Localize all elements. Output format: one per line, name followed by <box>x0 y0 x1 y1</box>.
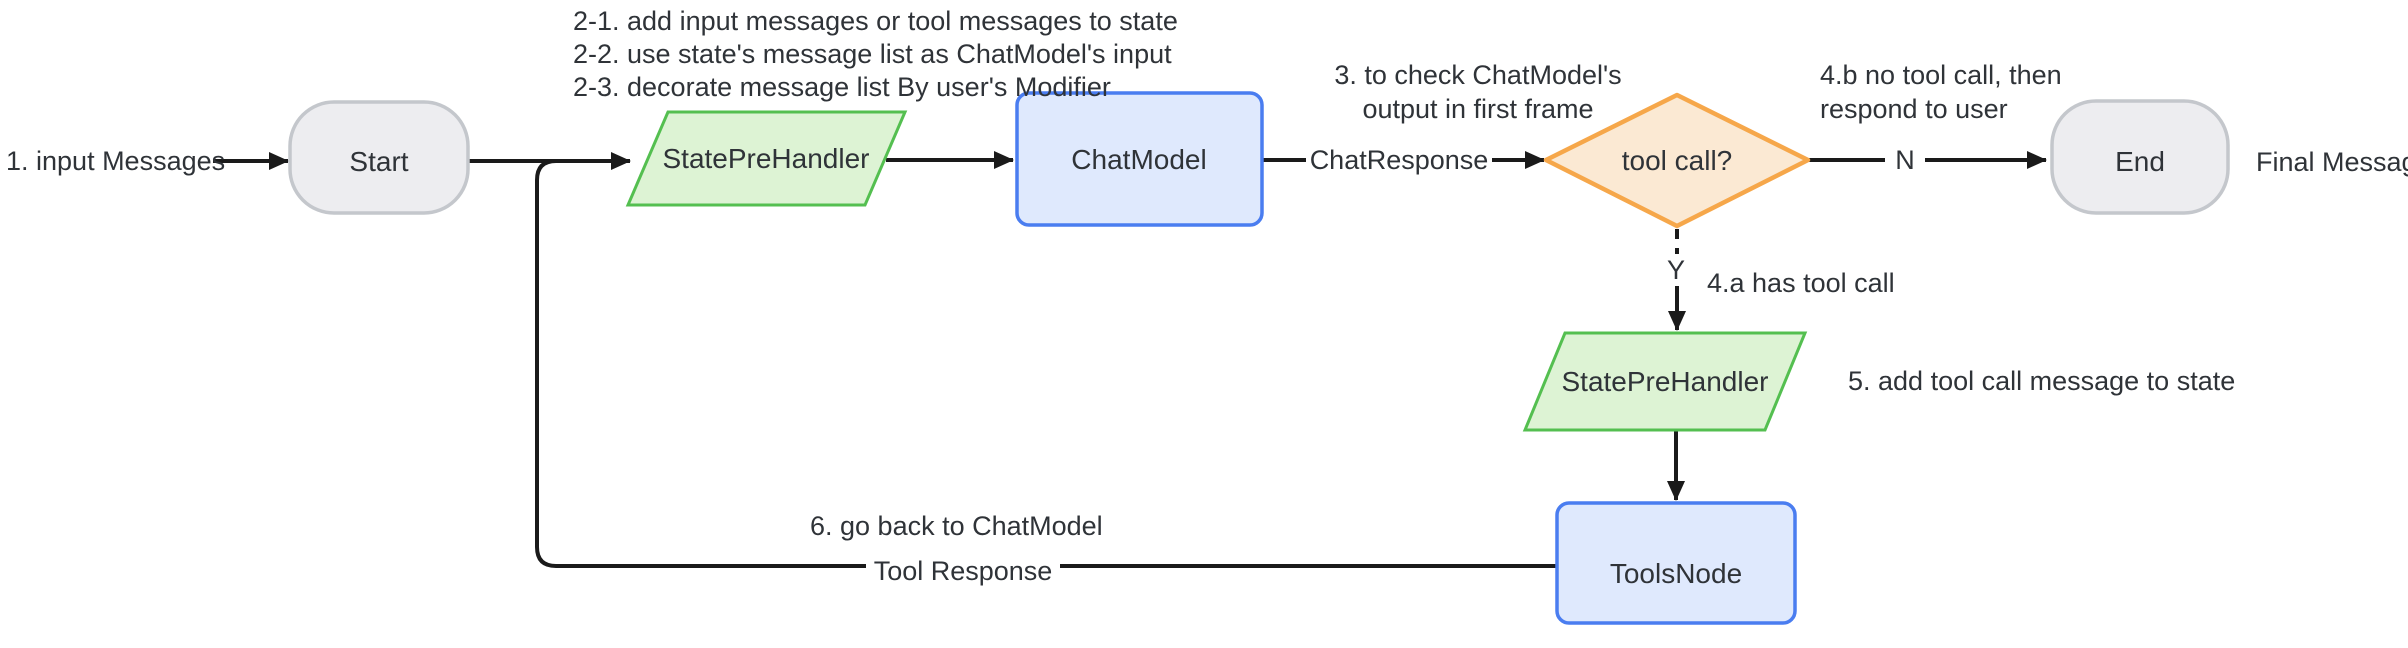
no-branch-edge-label: N <box>1895 145 1915 175</box>
annotation-step2-line3: 2-3. decorate message list By user's Mod… <box>573 72 1111 102</box>
node-layer <box>288 91 2230 625</box>
annotation-input-messages: 1. input Messages <box>6 146 225 176</box>
chatmodel-label: ChatModel <box>1071 144 1206 175</box>
annotation-step2-line1: 2-1. add input messages or tool messages… <box>573 6 1178 36</box>
chat-response-edge-label: ChatResponse <box>1310 145 1489 175</box>
yes-branch-edge-label: Y <box>1667 255 1685 285</box>
tool-response-label-bg <box>866 547 1060 593</box>
annotation-step6: 6. go back to ChatModel <box>810 511 1103 541</box>
end-node-label: End <box>2115 146 2165 177</box>
annotation-step4b-line2: respond to user <box>1820 94 2008 124</box>
stateprehandler-1-label: StatePreHandler <box>662 143 869 174</box>
annotation-final-message: Final Message <box>2256 147 2408 177</box>
node-tool-call-decision <box>1543 92 1811 229</box>
n-label-bg <box>1885 139 1925 181</box>
node-toolsnode <box>1555 501 1797 625</box>
annotation-step3-line2: output in first frame <box>1362 94 1593 124</box>
start-node-label: Start <box>349 146 408 177</box>
annotation-step4a: 4.a has tool call <box>1707 268 1895 298</box>
annotation-step5: 5. add tool call message to state <box>1848 366 2235 396</box>
stateprehandler-2-label: StatePreHandler <box>1561 366 1768 397</box>
chat-response-label-bg <box>1306 139 1492 181</box>
edge-label-bg-layer <box>866 139 1925 593</box>
text-layer: Start StatePreHandler ChatModel tool cal… <box>6 6 2408 589</box>
annotation-step4b-line1: 4.b no tool call, then <box>1820 60 2062 90</box>
annotation-step2-line2: 2-2. use state's message list as ChatMod… <box>573 39 1172 69</box>
annotation-step3-line1: 3. to check ChatModel's <box>1334 60 1621 90</box>
tool-response-edge-label: Tool Response <box>874 556 1053 586</box>
node-chatmodel <box>1015 91 1264 227</box>
node-end <box>2050 99 2230 215</box>
toolsnode-label: ToolsNode <box>1610 558 1742 589</box>
node-stateprehandler-1 <box>625 110 908 207</box>
node-start <box>288 100 470 215</box>
node-stateprehandler-2 <box>1522 331 1808 432</box>
tool-call-decision-label: tool call? <box>1622 145 1733 176</box>
